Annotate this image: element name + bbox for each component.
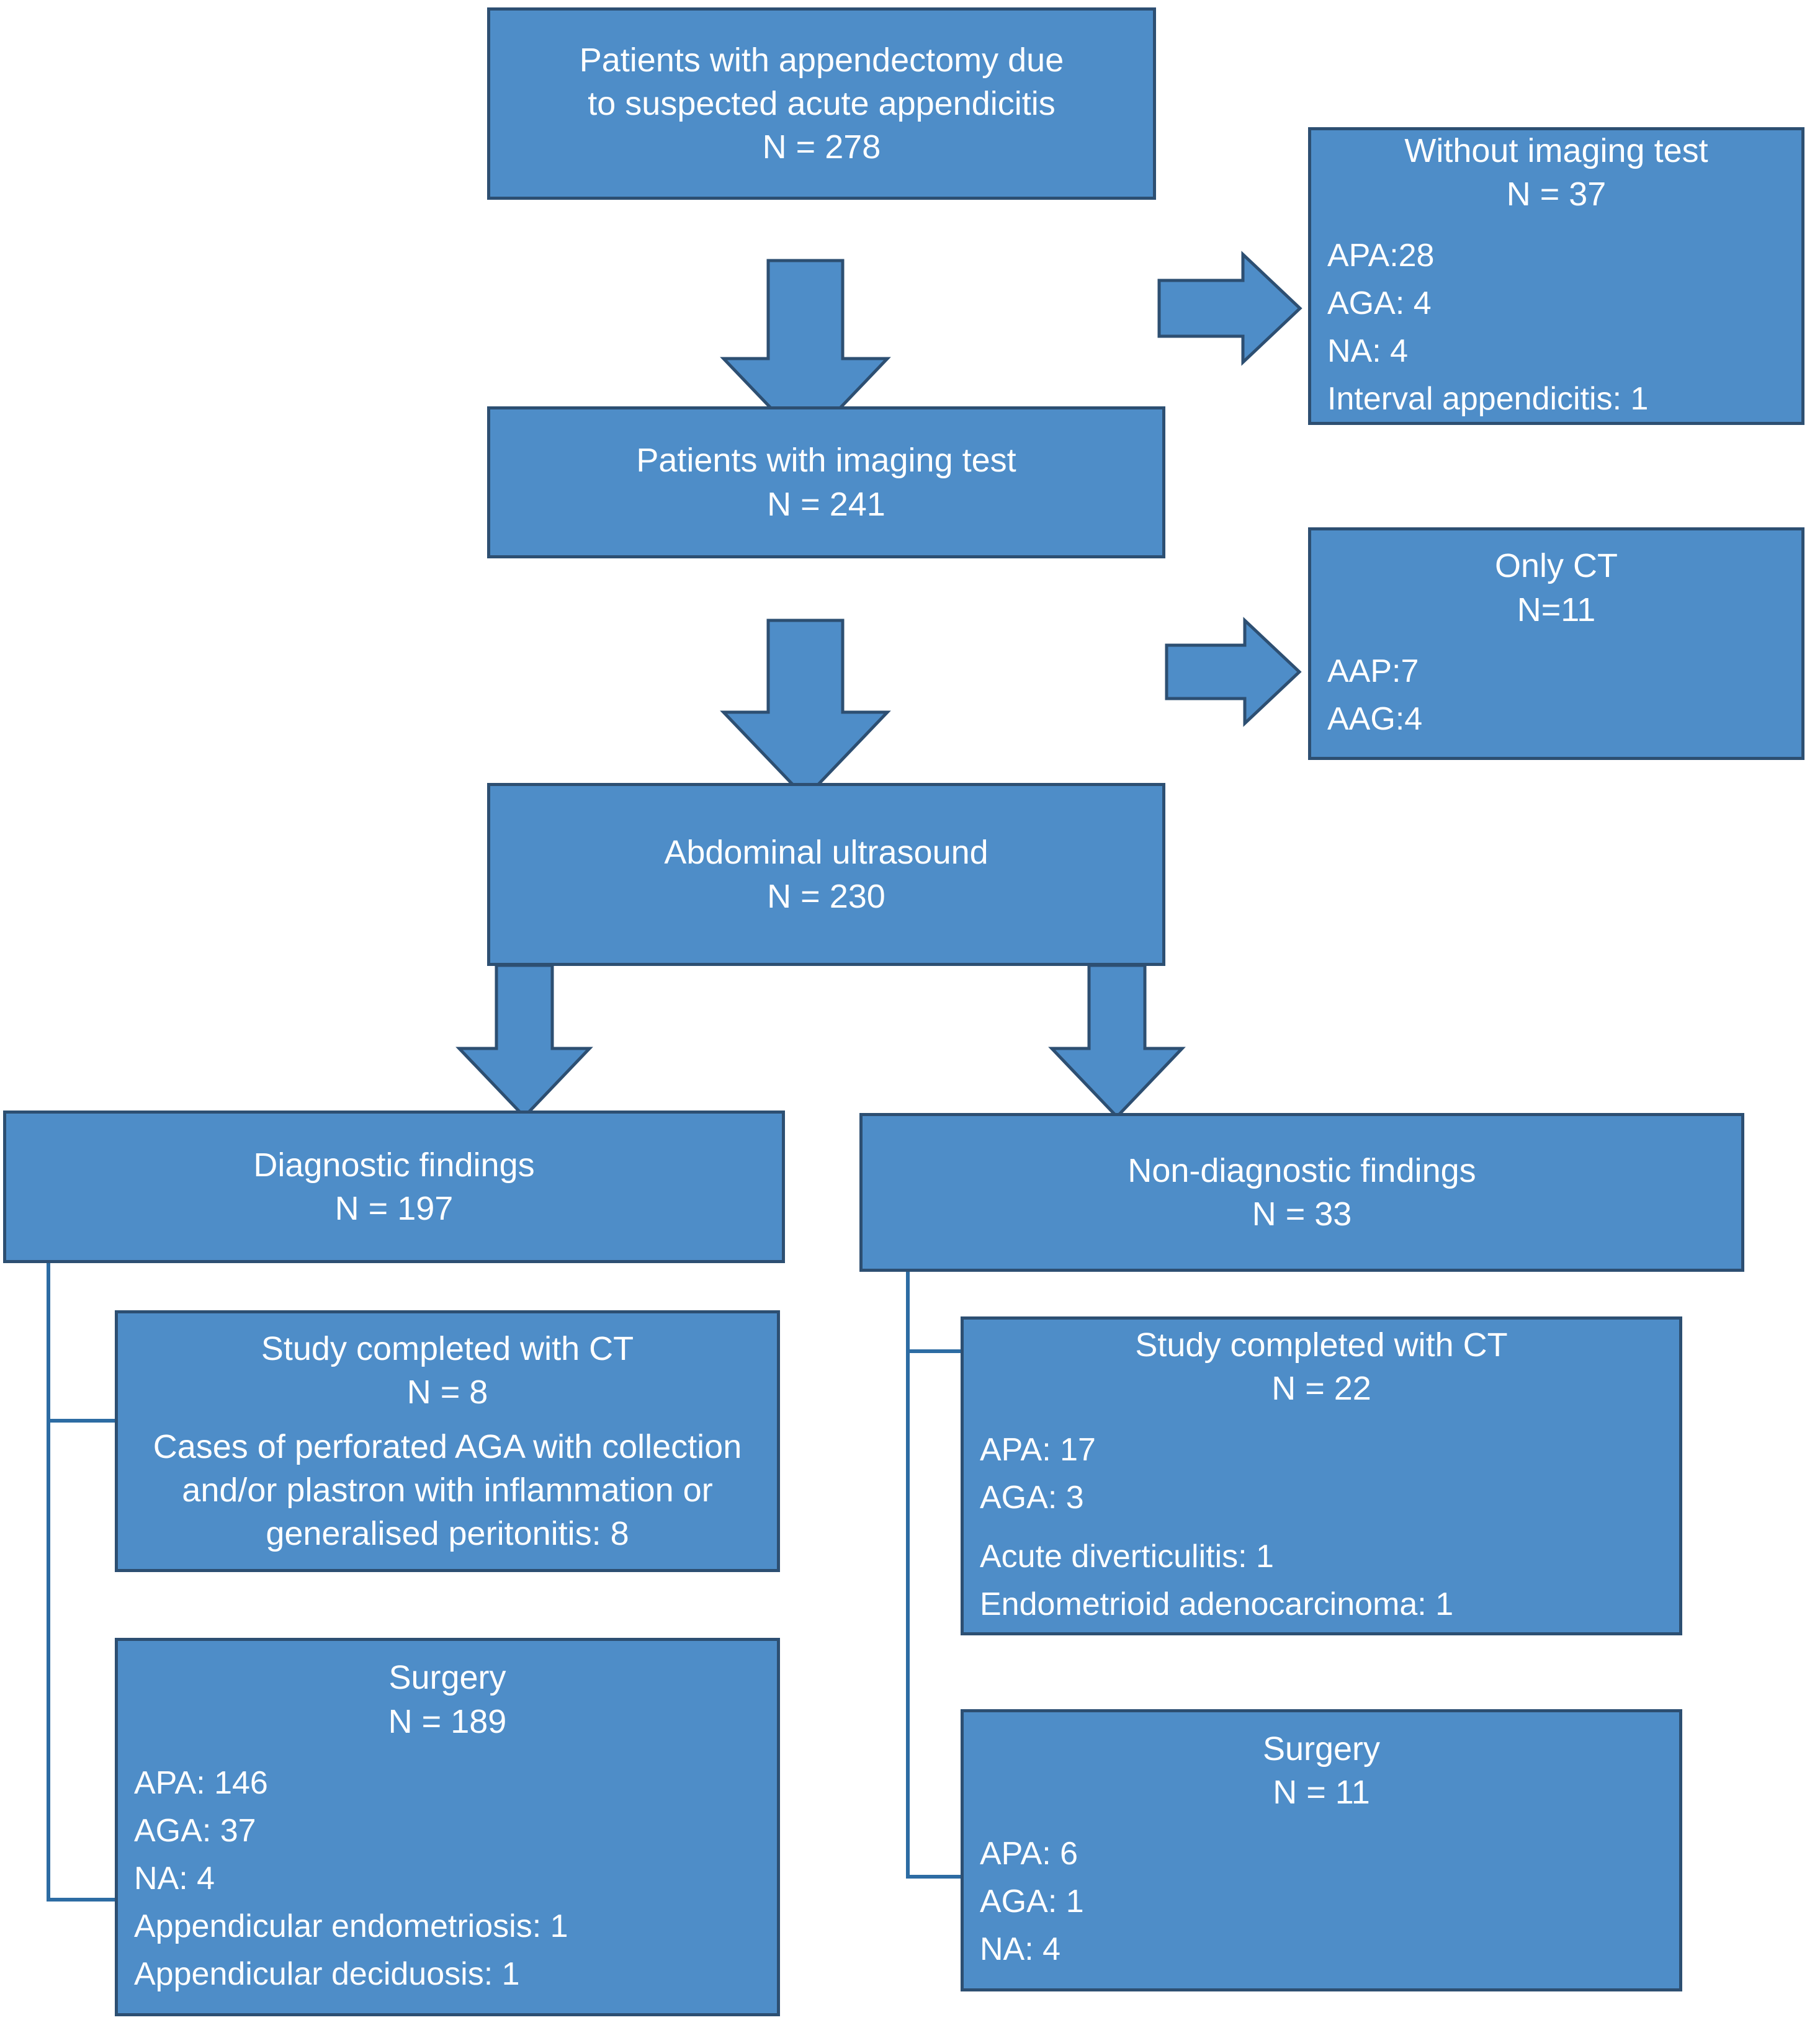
node-non-diagnostic: Non-diagnostic findings N = 33 [859,1113,1744,1272]
node-non-diagnostic-title: Non-diagnostic findings [1127,1151,1476,1189]
node-ultrasound: Abdominal ultrasound N = 230 [487,783,1165,966]
detail-line: NA: 4 [1327,333,1409,370]
detail-line: APA: 6 [980,1836,1078,1872]
block-arrow-down-imaging [720,619,891,800]
detail-line: APA: 17 [980,1432,1096,1468]
node-with-imaging: Patients with imaging test N = 241 [487,406,1165,558]
detail-line: AAG:4 [1327,700,1423,737]
node-without-imaging-count: N = 37 [1506,176,1607,213]
node-with-imaging-count: N = 241 [767,485,885,523]
node-without-imaging: Without imaging test N = 37 APA:28 AGA: … [1308,127,1804,425]
node-diagnostic-title: Diagnostic findings [253,1146,535,1184]
detail-line: AGA: 37 [134,1812,256,1849]
detail-line: Interval appendicitis: 1 [1327,381,1649,418]
node-with-imaging-title: Patients with imaging test [636,442,1016,480]
block-arrow-down-diagnostic [455,963,593,1119]
elbow-diagnostic-to-surgery [47,1421,117,1902]
node-non-diagnostic-ct: Study completed with CT N = 22 APA: 17 A… [961,1316,1682,1635]
block-arrow-down-nondiagnostic [1048,963,1186,1119]
node-ultrasound-count: N = 230 [767,877,885,915]
detail-line: Endometrioid adenocarcinoma: 1 [980,1586,1454,1623]
elbow-nondiagnostic-to-surgery [906,1351,963,1879]
node-ultrasound-title: Abdominal ultrasound [664,834,988,872]
node-diagnostic-ct-count: N = 8 [406,1373,488,1411]
node-diagnostic-ct-note: Cases of perforated AGA with collection … [153,1428,742,1553]
node-diagnostic-count: N = 197 [334,1190,454,1227]
detail-line: NA: 4 [980,1931,1061,1968]
detail-line: Acute diverticulitis: 1 [980,1539,1274,1575]
node-diagnostic-surgery-title: Surgery [388,1659,506,1697]
elbow-nondiagnostic-to-ct [906,1272,963,1353]
elbow-diagnostic-to-ct [47,1263,117,1423]
node-diagnostic-ct-title: Study completed with CT [261,1330,634,1367]
node-non-diagnostic-surgery-count: N = 11 [1273,1774,1370,1812]
node-root-title: Patients with appendectomy due to suspec… [579,41,1064,122]
node-diagnostic-ct: Study completed with CT N = 8 Cases of p… [115,1310,780,1572]
node-root-count: N = 278 [762,128,881,166]
node-only-ct-count: N=11 [1517,591,1596,628]
node-without-imaging-title: Without imaging test [1404,132,1708,169]
detail-line: APA:28 [1327,238,1435,274]
node-non-diagnostic-surgery-title: Surgery [1262,1730,1381,1768]
node-diagnostic-surgery-count: N = 189 [388,1702,507,1740]
node-diagnostic: Diagnostic findings N = 197 [3,1111,785,1263]
detail-line: Appendicular deciduosis: 1 [134,1955,520,1992]
detail-line: AGA: 3 [980,1480,1084,1516]
node-only-ct-title: Only CT [1494,547,1618,585]
node-only-ct: Only CT N=11 AAP:7 AAG:4 [1308,527,1804,760]
node-diagnostic-surgery: Surgery N = 189 APA: 146 AGA: 37 NA: 4 A… [115,1638,780,2016]
detail-line: APA: 146 [134,1764,268,1801]
node-non-diagnostic-surgery: Surgery N = 11 APA: 6 AGA: 1 NA: 4 [961,1709,1682,1991]
node-non-diagnostic-ct-count: N = 22 [1271,1370,1371,1408]
detail-line: AAP:7 [1327,653,1419,689]
detail-line: AGA: 4 [1327,285,1432,322]
node-non-diagnostic-count: N = 33 [1252,1195,1352,1233]
detail-line: AGA: 1 [980,1884,1084,1920]
detail-line: Appendicular endometriosis: 1 [134,1908,568,1944]
detail-line: NA: 4 [134,1860,215,1897]
node-non-diagnostic-ct-title: Study completed with CT [1135,1326,1508,1364]
block-arrow-right-root [1157,251,1302,366]
block-arrow-right-imaging [1165,617,1302,727]
node-root: Patients with appendectomy due to suspec… [487,7,1156,200]
